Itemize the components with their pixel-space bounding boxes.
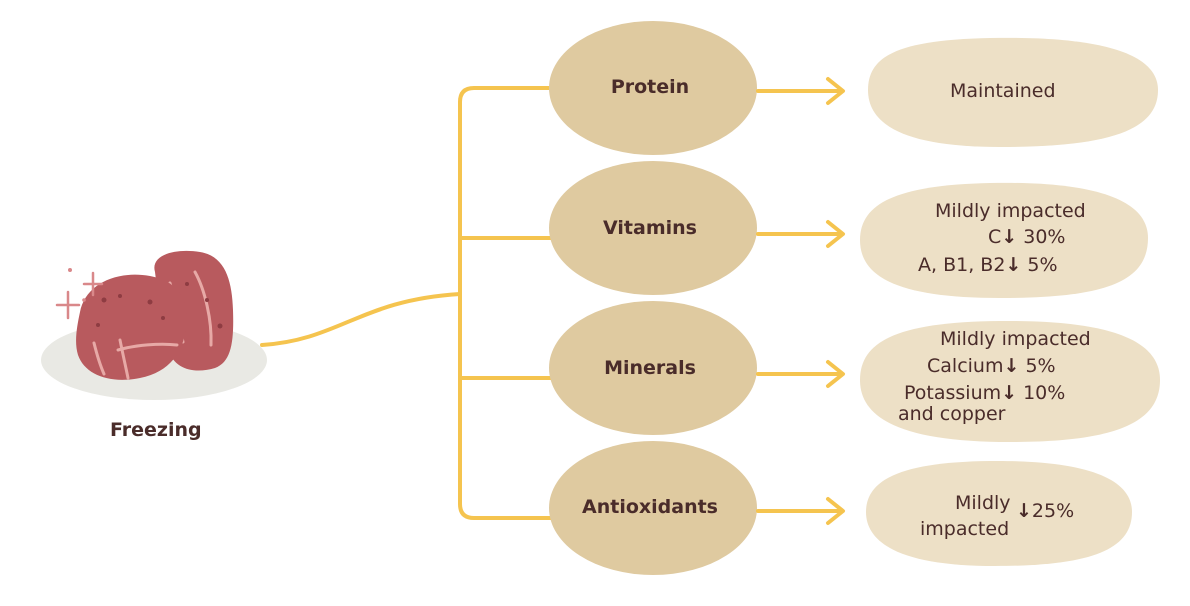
result-blob-antioxidants bbox=[866, 460, 1132, 566]
down-arrow-icon: ↓ bbox=[1001, 382, 1018, 404]
arrow-vitamins bbox=[756, 220, 845, 248]
result-blob-minerals bbox=[860, 320, 1160, 442]
result-minerals-item-potassium-continuation: and copper bbox=[898, 403, 1006, 425]
frozen-meat-icon bbox=[76, 250, 234, 380]
result-blob-protein bbox=[868, 37, 1158, 147]
nutrient-name: Potassium bbox=[904, 382, 1002, 404]
arrow-antioxidants bbox=[756, 497, 845, 525]
sparkle-dot bbox=[68, 268, 72, 272]
nutrient-value: 5% bbox=[1027, 254, 1058, 276]
down-arrow-icon: ↓ bbox=[1003, 355, 1020, 377]
result-minerals-summary: Mildly impacted bbox=[940, 328, 1091, 350]
result-antioxidants-summary-line2: impacted bbox=[920, 518, 1010, 540]
nutrient-value: 5% bbox=[1025, 355, 1056, 377]
source-connector bbox=[260, 292, 462, 347]
category-oval-protein bbox=[549, 21, 757, 155]
sparkle-dot bbox=[82, 298, 86, 302]
result-minerals-item-potassium: Potassium↓ 10% bbox=[904, 382, 1065, 404]
nutrient-name: A, B1, B2 bbox=[918, 254, 1006, 276]
category-label-protein: Protein bbox=[610, 76, 690, 98]
result-vitamins-item-c: C↓ 30% bbox=[988, 226, 1065, 248]
result-protein-text: Maintained bbox=[950, 80, 1056, 102]
category-label-vitamins: Vitamins bbox=[603, 217, 697, 239]
source-label: Freezing bbox=[110, 419, 202, 441]
nutrient-value: 10% bbox=[1023, 382, 1066, 404]
arrow-protein bbox=[756, 77, 845, 105]
category-oval-vitamins bbox=[549, 161, 757, 295]
nutrient-value: 25% bbox=[1031, 500, 1075, 522]
category-label-minerals: Minerals bbox=[604, 357, 696, 379]
trunk-connector bbox=[458, 86, 554, 520]
result-blob-vitamins bbox=[860, 182, 1148, 298]
nutrient-value: 30% bbox=[1023, 226, 1066, 248]
result-antioxidants-summary-line1: Mildly bbox=[955, 492, 1011, 514]
arrow-minerals bbox=[756, 360, 845, 388]
nutrient-name: C bbox=[988, 226, 1002, 248]
result-vitamins-summary: Mildly impacted bbox=[935, 200, 1086, 222]
nutrient-name: Calcium bbox=[927, 355, 1004, 377]
category-oval-antioxidants bbox=[549, 441, 757, 575]
category-oval-minerals bbox=[549, 301, 757, 435]
result-vitamins-item-abb: A, B1, B2↓ 5% bbox=[918, 254, 1058, 276]
sparkle-icon bbox=[55, 271, 104, 320]
down-arrow-icon: ↓ bbox=[1001, 226, 1018, 248]
result-minerals-item-calcium: Calcium↓ 5% bbox=[927, 355, 1056, 377]
category-label-antioxidants: Antioxidants bbox=[582, 496, 718, 518]
result-antioxidants-value: ↓25% bbox=[1016, 500, 1074, 522]
down-arrow-icon: ↓ bbox=[1016, 500, 1032, 522]
down-arrow-icon: ↓ bbox=[1005, 254, 1022, 276]
